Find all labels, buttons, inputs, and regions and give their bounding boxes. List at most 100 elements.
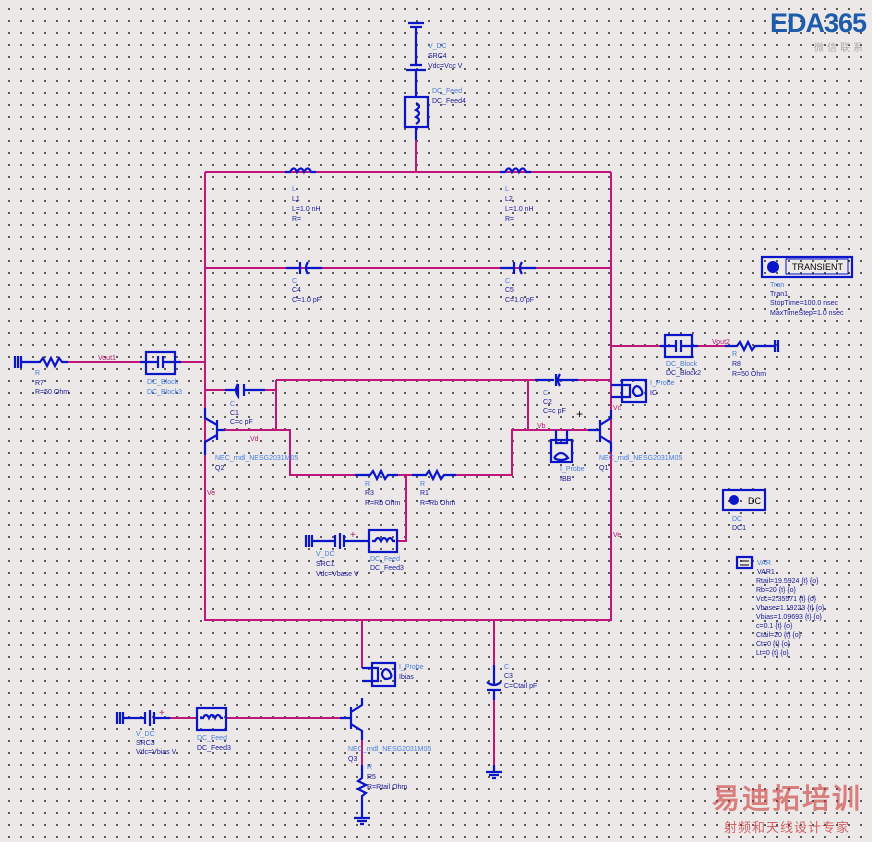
resistor-r5[interactable]: R R5 R=Rtail Ohm bbox=[354, 764, 407, 826]
capacitor-c1[interactable]: C C1 C=c pF bbox=[225, 383, 265, 426]
var-block[interactable]: VAR VAR1 Rtail=19.5924 {t} {o} Rb=20 {t}… bbox=[735, 555, 825, 657]
label: R= bbox=[292, 216, 301, 223]
watermark-main: 易迪拓培训 bbox=[711, 783, 862, 814]
label: Vdc=Vbias V bbox=[136, 749, 177, 756]
label: DC_Feed3 bbox=[197, 745, 231, 752]
label: MaxTimeStep=1.0 nsec bbox=[770, 310, 844, 317]
label: Ct=0 {t} {o} bbox=[756, 641, 791, 648]
net-label-vc: Vc bbox=[613, 405, 622, 412]
watermark-sub: 射频和天线设计专家 bbox=[723, 820, 850, 835]
label: SRC4 bbox=[428, 53, 447, 60]
label: Vbias=1.09693 {t} {o} bbox=[756, 614, 823, 621]
dc-label: DC bbox=[748, 496, 761, 506]
transient-label: TRANSIENT bbox=[792, 262, 844, 272]
label: R7 bbox=[35, 380, 44, 387]
label: DC_Feed bbox=[197, 735, 227, 742]
label: L2 bbox=[505, 196, 513, 203]
transistor-q2[interactable]: NEC_rndl_NESG2031M05 Q2 bbox=[203, 408, 298, 472]
label: Lt=0 {t} {o} bbox=[756, 650, 790, 657]
label: C bbox=[292, 278, 297, 285]
dc-feed3-lower[interactable]: DC_Feed DC_Feed3 bbox=[195, 706, 231, 752]
label: Tran bbox=[770, 282, 784, 289]
simulation-gear-icon bbox=[729, 495, 739, 505]
label: DC_Feed4 bbox=[432, 98, 466, 105]
label: L=1.0 nH bbox=[292, 206, 321, 213]
vdc-src4[interactable]: V_DC SRC4 Vdc=Vcc V DC_Feed DC_Feed4 bbox=[403, 21, 466, 140]
label: StopTime=100.0 nsec bbox=[770, 300, 839, 307]
capacitor-c4[interactable]: C C4 C=1.0 pF bbox=[286, 261, 322, 304]
vdc-src1[interactable]: + V_DC SRC1 Vdc=Vbase V bbox=[304, 530, 370, 578]
label: NEC_rndl_NESG2031M05 bbox=[348, 746, 431, 753]
label: R=Rtail Ohm bbox=[367, 784, 407, 791]
label: R bbox=[732, 351, 737, 358]
plus-sign: + bbox=[350, 530, 356, 541]
inductor-l1[interactable]: L L1 L=1.0 nH R= bbox=[285, 167, 321, 224]
label: DC_Feed3 bbox=[370, 565, 404, 572]
label: R=Rb Ohm bbox=[365, 500, 400, 507]
label: Vcc=2.35571 {t} {o} bbox=[756, 596, 817, 603]
label: R bbox=[367, 764, 372, 771]
label: V_DC bbox=[316, 551, 335, 558]
dc-controller[interactable]: DC DC DC1 bbox=[721, 488, 767, 532]
label: R= bbox=[505, 216, 514, 223]
label: C=c pF bbox=[230, 419, 253, 426]
label: VAR bbox=[757, 560, 771, 567]
label: DC_Feed bbox=[432, 88, 462, 95]
watermark: 易迪拓培训 射频和天线设计专家 bbox=[712, 777, 862, 836]
resistor-r3[interactable]: R R3 R=Rb Ohm bbox=[355, 468, 400, 507]
label: R5 bbox=[367, 774, 376, 781]
net-label-vb: Vb bbox=[537, 423, 546, 430]
label: Q3 bbox=[348, 756, 357, 763]
dc-block2[interactable]: DC_Block DC_Block2 bbox=[660, 333, 701, 377]
label: L1 bbox=[292, 196, 300, 203]
label: R bbox=[35, 370, 40, 377]
label: IC bbox=[650, 390, 657, 397]
plus-sign: + bbox=[159, 708, 165, 719]
label: DC_Block2 bbox=[666, 370, 701, 377]
label: V_DC bbox=[136, 731, 155, 738]
net-label-ve: Ve bbox=[613, 532, 621, 539]
label: DC_Feed bbox=[370, 556, 400, 563]
current-probe-ibb[interactable]: I_Probe IBB bbox=[549, 430, 585, 483]
label: DC_Block bbox=[147, 379, 179, 386]
transistor-q3[interactable]: NEC_rndl_NESG2031M05 Q3 bbox=[340, 698, 431, 763]
current-probe-ic[interactable]: I_Probe IC bbox=[611, 378, 675, 404]
label: SRC3 bbox=[136, 740, 155, 747]
transient-controller[interactable]: TRANSIENT Tran Tran1 StopTime=100.0 nsec… bbox=[760, 255, 854, 317]
wires bbox=[68, 140, 735, 770]
label: C bbox=[505, 278, 510, 285]
label: Ibias bbox=[399, 674, 414, 681]
resistor-r1[interactable]: R R1 R=Rb Ohm bbox=[412, 468, 456, 507]
label: C1 bbox=[230, 410, 239, 417]
logo-brand: EDA365 bbox=[769, 8, 867, 38]
capacitor-c3[interactable]: C C3 C=Ctail pF bbox=[486, 664, 537, 780]
label: L bbox=[292, 186, 296, 193]
capacitor-c5[interactable]: C C5 C=1.0 pF bbox=[500, 261, 536, 304]
label: c=0.1 {t} {o} bbox=[756, 623, 793, 630]
label: Rtail=19.5924 {t} {o} bbox=[756, 578, 819, 585]
vdc-src3[interactable]: + V_DC SRC3 Vdc=Vbias V bbox=[115, 708, 177, 756]
label: R1 bbox=[420, 490, 429, 497]
inductor-l2[interactable]: L L2 L=1.0 nH R= bbox=[500, 167, 534, 224]
resistor-r7[interactable]: R R7 R=50 Ohm bbox=[13, 355, 69, 396]
label: Rb=20 {t} {o} bbox=[756, 587, 797, 594]
current-probe-ibias[interactable]: I_Probe Ibias bbox=[362, 661, 424, 688]
label: Q2 bbox=[215, 465, 224, 472]
net-label-vout2: Vout2 bbox=[712, 339, 730, 346]
dc-feed3-upper[interactable]: DC_Feed DC_Feed3 bbox=[367, 528, 404, 572]
logo-sub: 微信联系 bbox=[814, 43, 866, 54]
label: C4 bbox=[292, 287, 301, 294]
label: R bbox=[365, 481, 370, 488]
dc-block3[interactable]: DC_Block DC_Block3 bbox=[140, 350, 182, 396]
net-label-vout1: Vout1 bbox=[98, 355, 116, 362]
label: IBB bbox=[560, 476, 572, 483]
transistor-q1[interactable]: NEC_rndl_NESG2031M05 Q1 bbox=[588, 410, 682, 472]
eda365-logo: EDA365 微信联系 bbox=[754, 8, 867, 54]
capacitor-c2[interactable]: C C2 C=c pF bbox=[535, 373, 578, 415]
label: Q1 bbox=[599, 465, 608, 472]
label: C bbox=[504, 664, 509, 671]
label: C=1.0 pF bbox=[292, 297, 321, 304]
label: V_DC bbox=[428, 43, 447, 50]
resistor-r8[interactable]: R R8 R=50 Ohm bbox=[725, 339, 780, 378]
